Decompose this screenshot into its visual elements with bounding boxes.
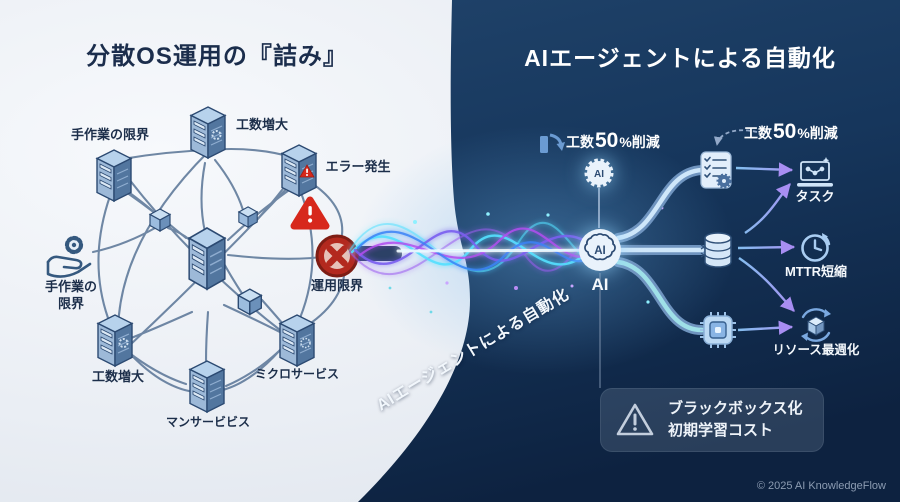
svg-text:AI: AI [594,169,604,180]
left-title: 分散OS運用の『詰み』 [86,43,348,70]
server-icon-top [190,106,226,159]
svg-text:AI: AI [594,245,606,257]
label-workload-bottom: 工数増大 [91,369,144,384]
right-title: AIエージェントによる自動化 [524,45,836,71]
warning-text: ブラックボックス化 初期学習コスト [668,399,803,440]
label-manual-limit-bottom: 手作業の限界 [44,279,97,311]
limit-pipe [352,246,402,261]
warning-card: ブラックボックス化 初期学習コスト [600,388,824,452]
label-mttr: MTTR短縮 [784,264,848,279]
server-icon-center [188,227,226,291]
label-task: タスク [795,189,835,204]
chart-down-icon [540,131,566,155]
server-icon-bottom-left [97,314,133,367]
server-icon-bottom-center [189,360,225,413]
label-workload-top: 工数増大 [235,117,288,132]
copyright: © 2025 AI KnowledgeFlow [756,480,886,492]
label-microservice: ミクロサービス [254,367,339,381]
prohibition-icon [315,234,359,278]
cpu-chip-icon [699,311,737,349]
cube-icon-2 [238,206,258,228]
cube-icon-1 [149,208,171,232]
clock-icon [798,229,834,265]
label-manservice: マンサービビス [165,415,250,429]
checklist-gear-icon [700,151,734,191]
label-operation-limit: 運用限界 [310,278,363,293]
label-error: エラー発生 [325,159,391,174]
mesh-network-lines [91,147,347,394]
warning-triangle-icon [290,196,330,230]
ai-badge-icon: AI [584,158,614,188]
hand-gear-icon [46,235,92,278]
cube-icon-3 [237,288,262,316]
laptop-task-icon [796,156,834,190]
server-icon-bottom-right [279,314,315,367]
database-icon [700,231,736,271]
warning-outline-icon [616,403,654,436]
ai-caption: AI [591,275,609,294]
server-icon-left [96,149,132,202]
label-manual-limit-top: 手作業の限界 [70,127,149,142]
cube-refresh-icon [796,305,836,345]
label-resource: リソース最週化 [772,343,860,357]
server-icon-error [281,144,317,197]
ai-core-icon: AI [577,227,623,273]
branch-bands [613,165,707,335]
diagonal-label: AIエージェントによる自動化 [374,285,573,415]
